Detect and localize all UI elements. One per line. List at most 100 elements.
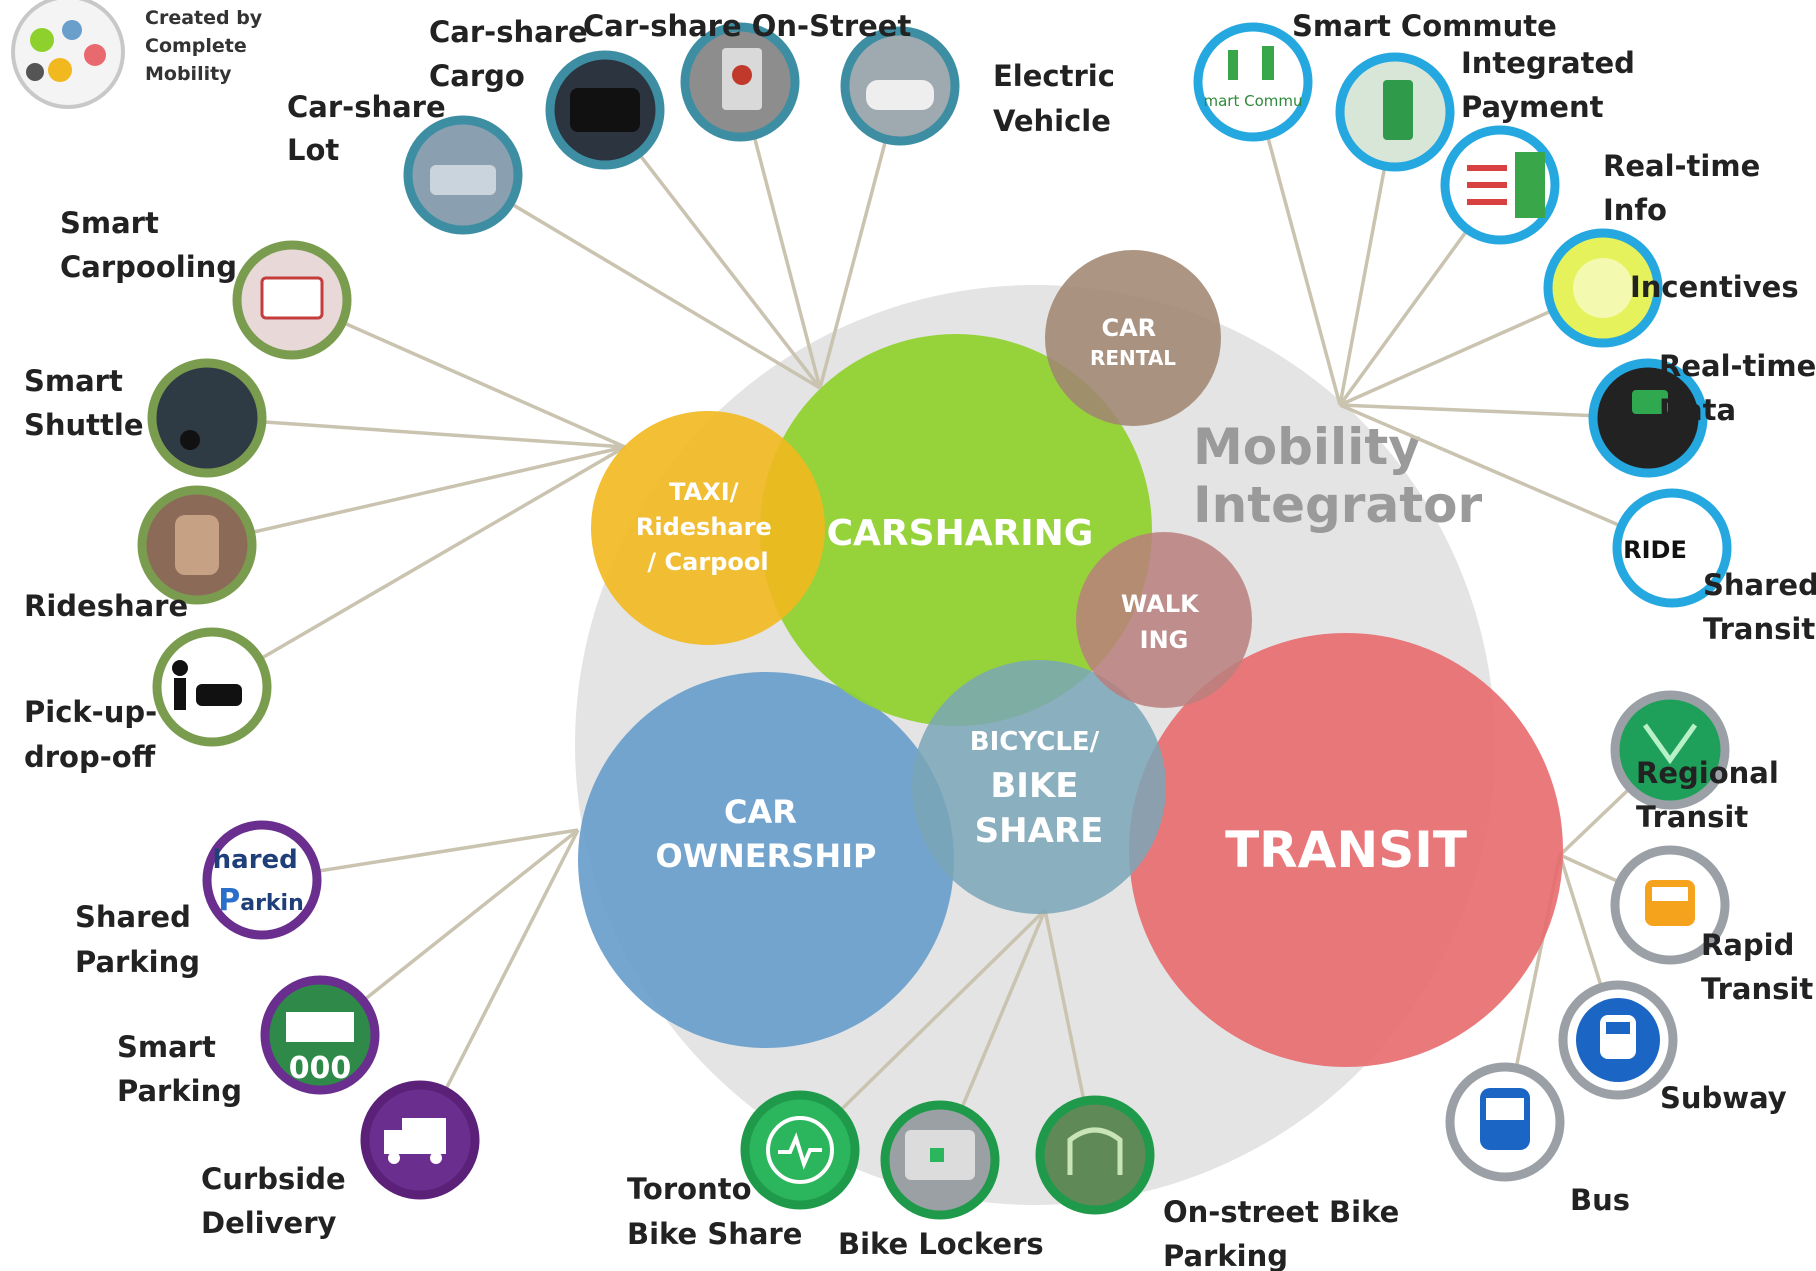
- label-smart-shuttle: Smart Shuttle: [24, 364, 144, 442]
- pickup-dropoff-icon-person: [174, 678, 186, 710]
- onstreet-bike-parking-icon-rack: [1067, 1127, 1123, 1175]
- label-smart-parking-line-1: Smart: [117, 1030, 216, 1064]
- satellite-pickup-dropoff: [152, 627, 272, 747]
- curbside-delivery-icon-wheel: [388, 1152, 400, 1164]
- carshare-lot-icon-detail: [430, 165, 496, 195]
- label-realtime-info-line-1: Real-time: [1603, 149, 1760, 183]
- satellite-realtime-data: [1588, 358, 1708, 478]
- label-carshare-cargo-line-1: Car-share: [429, 15, 588, 49]
- carshare-onstreet-icon-dot: [732, 65, 752, 85]
- label-incentives: Incentives: [1630, 270, 1799, 304]
- smart-commute-icon-tree: [1228, 50, 1238, 80]
- satellite-smart-carpooling: [232, 240, 352, 360]
- connector-line: [462, 173, 821, 390]
- label-regional-transit: Regional Transit: [1636, 756, 1789, 834]
- curbside-delivery-icon-box: [402, 1118, 446, 1154]
- label-pickup-dropoff-line-1: Pick-up-: [24, 695, 157, 729]
- label-smart-shuttle-line-1: Smart: [24, 364, 123, 398]
- taxi-label-line-2: Rideshare: [636, 513, 772, 541]
- label-regional-transit-line-1: Regional: [1636, 756, 1779, 790]
- taxi-label-line-1: TAXI/: [669, 478, 739, 506]
- label-pickup-dropoff-line-2: drop-off: [24, 740, 156, 774]
- label-realtime-data-line-2: Data: [1659, 393, 1736, 427]
- bike-lockers-icon-label: [930, 1148, 944, 1162]
- rideshare-icon-detail: [175, 515, 219, 575]
- credit-logo-dot: [30, 28, 54, 52]
- rapid-transit-icon-train: [1645, 880, 1695, 926]
- integrated-payment-icon-card: [1383, 80, 1413, 140]
- label-incentives-line-1: Incentives: [1630, 270, 1799, 304]
- label-onstreet-bike-parking: On-street Bike Parking: [1163, 1195, 1409, 1271]
- satellite-carshare-cargo: [545, 50, 665, 170]
- toronto-bike-share-icon-ring: [766, 1116, 834, 1184]
- label-shared-parking-line-1: Shared: [75, 900, 191, 934]
- bike-share-circle: [912, 660, 1166, 914]
- label-rideshare: Rideshare: [24, 589, 188, 623]
- label-curbside-delivery-line-1: Curbside: [201, 1162, 346, 1196]
- satellite-realtime-info: [1440, 125, 1560, 245]
- satellite-shared-transit: RIDE: [1612, 488, 1732, 608]
- core-modes: [578, 250, 1563, 1067]
- pickup-dropoff-icon-person: [172, 660, 188, 676]
- satellite-smart-parking: 000: [260, 975, 380, 1095]
- shared-transit-icon: [1612, 488, 1732, 608]
- label-electric-vehicle-line-1: Electric: [993, 59, 1115, 93]
- smart-shuttle-icon: [147, 358, 267, 478]
- credit-line-2: Complete: [145, 35, 247, 57]
- label-carshare-cargo: Car-share Cargo: [429, 15, 598, 93]
- connector-line: [291, 298, 626, 449]
- label-integrated-payment-line-2: Payment: [1461, 90, 1604, 124]
- label-bus: Bus: [1570, 1183, 1630, 1217]
- label-curbside-delivery-line-2: Delivery: [201, 1206, 336, 1240]
- satellite-labels: Car-share Lot Car-share Cargo Car-share …: [24, 9, 1816, 1271]
- integrator-line-1: Mobility: [1193, 418, 1421, 476]
- taxi-label-line-3: / Carpool: [647, 548, 768, 576]
- label-realtime-info: Real-time Info: [1603, 149, 1770, 227]
- transit-circle: [1129, 633, 1563, 1067]
- car-ownership-label-line-1: CAR: [724, 793, 797, 831]
- label-integrated-payment-line-1: Integrated: [1461, 46, 1635, 80]
- realtime-info-icon-bar: [1467, 182, 1507, 188]
- label-bus-line-1: Bus: [1570, 1183, 1630, 1217]
- credit-line-3: Mobility: [145, 63, 232, 85]
- satellite-bike-lockers: [880, 1100, 1000, 1220]
- label-toronto-bike-share-line-2: Bike Share: [627, 1217, 802, 1251]
- label-carshare-onstreet: Car-share On-Street: [583, 9, 911, 43]
- credit-logo: Created by Complete Mobility: [11, 0, 263, 109]
- transit-label: TRANSIT: [1225, 821, 1467, 879]
- regional-transit-icon-logo: [1642, 723, 1698, 765]
- car-rental-label-line-1: CAR: [1101, 314, 1156, 342]
- subway-icon-window: [1606, 1022, 1630, 1034]
- rapid-transit-icon-window: [1652, 887, 1688, 901]
- credit-logo-dot: [48, 58, 72, 82]
- smart-shuttle-icon-wheel: [180, 430, 200, 450]
- realtime-data-icon: [1588, 358, 1708, 478]
- walking-label-line-1: WALK: [1121, 590, 1200, 618]
- car-rental-circle: [1045, 250, 1221, 426]
- label-regional-transit-line-2: Transit: [1636, 800, 1748, 834]
- bike-share-label-line-3: SHARE: [975, 811, 1104, 851]
- satellite-rapid-transit: [1610, 845, 1730, 965]
- satellite-regional-transit: [1610, 690, 1730, 810]
- label-onstreet-bike-parking-line-2: Parking: [1163, 1239, 1288, 1271]
- bus-icon-window: [1486, 1098, 1524, 1120]
- label-electric-vehicle: Electric Vehicle: [993, 59, 1125, 138]
- satellite-subway: [1558, 980, 1678, 1100]
- label-carshare-lot: Car-share Lot: [287, 90, 456, 167]
- bike-share-label: BICYCLE/ BIKE SHARE: [970, 727, 1108, 851]
- walking-label-line-2: ING: [1140, 626, 1189, 654]
- shared-parking-icon: [202, 820, 322, 940]
- connector-line: [211, 445, 626, 689]
- car-rental-label-line-2: RENTAL: [1090, 346, 1176, 370]
- credit-logo-icon: [11, 0, 125, 109]
- satellite-incentives: [1543, 228, 1663, 348]
- realtime-info-icon-panel: [1515, 152, 1545, 218]
- label-toronto-bike-share-line-1: Toronto: [627, 1172, 752, 1206]
- satellite-bus: [1445, 1062, 1565, 1182]
- label-realtime-data-line-1: Real-time: [1659, 349, 1816, 383]
- credit-logo-dot: [84, 44, 106, 66]
- connector-line: [1339, 403, 1673, 550]
- carshare-cargo-icon-detail: [570, 88, 640, 132]
- electric-vehicle-icon-detail: [866, 80, 934, 110]
- carsharing-circle: [760, 334, 1152, 726]
